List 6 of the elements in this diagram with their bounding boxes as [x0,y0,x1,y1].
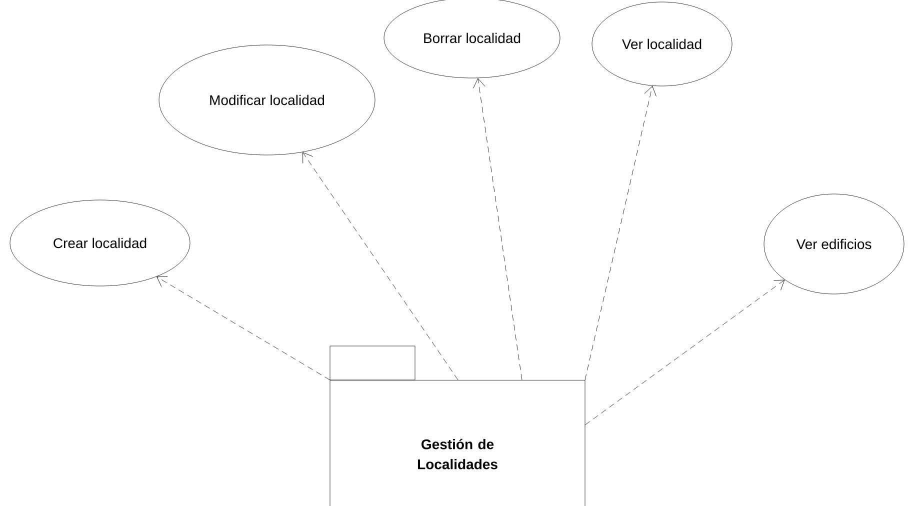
package-box: Gestión de Localidades [330,346,586,506]
dependency-arrow [156,276,330,380]
dependency-arrow [302,152,458,380]
dependency-arrow [584,280,785,426]
dependency-arrow [584,86,656,380]
dependency-arrow [473,78,522,380]
